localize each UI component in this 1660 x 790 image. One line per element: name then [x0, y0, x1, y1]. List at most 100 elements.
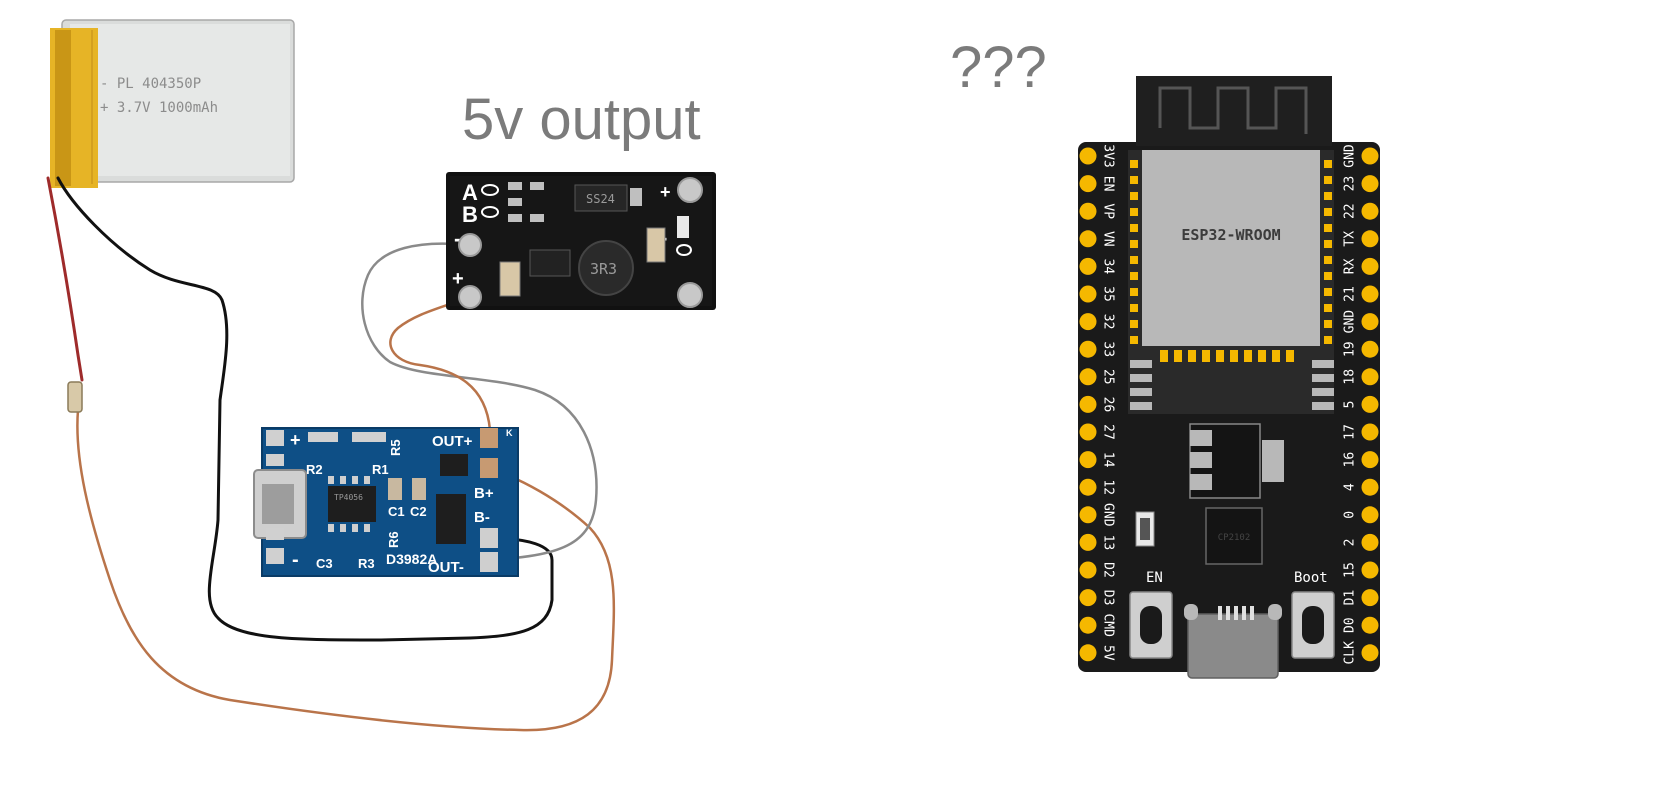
charger-out-minus-pad — [480, 552, 498, 572]
esp32-left-pin-pad[interactable] — [1079, 644, 1097, 662]
esp32-right-pin-label: 23 — [1343, 176, 1358, 192]
esp32-right-pin-pad[interactable] — [1361, 285, 1379, 303]
esp32-en-button-label: EN — [1146, 570, 1163, 586]
esp32-left-pin-label: 34 — [1101, 259, 1116, 275]
esp32-right-pin-pad[interactable] — [1361, 561, 1379, 579]
esp32-right-pin-pad[interactable] — [1361, 423, 1379, 441]
booster-output-plus-pad — [677, 177, 703, 203]
esp32-right-pin-label: D1 — [1343, 590, 1358, 606]
esp32-right-pin-pad[interactable] — [1361, 478, 1379, 496]
wire-splice — [67, 381, 83, 413]
esp32-right-pin-pad[interactable] — [1361, 230, 1379, 248]
esp32-left-pin-pad[interactable] — [1079, 285, 1097, 303]
esp32-right-pin-pad[interactable] — [1361, 147, 1379, 165]
esp32-left-pin-pad[interactable] — [1079, 368, 1097, 386]
esp32-right-pin-pad[interactable] — [1361, 395, 1379, 413]
esp32-left-pin-pad[interactable] — [1079, 147, 1097, 165]
esp32-right-pin-label: 2 — [1343, 538, 1358, 546]
charger-ic — [328, 486, 376, 522]
esp32-right-pin-label: TX — [1343, 231, 1358, 247]
esp32-left-pin-pad[interactable] — [1079, 230, 1097, 248]
esp32-left-pin-label: 12 — [1101, 479, 1116, 495]
esp32-right-pin-label: GND — [1343, 144, 1358, 168]
esp32-right-pin-label: 19 — [1343, 341, 1358, 357]
esp32-right-pin-label: D0 — [1343, 617, 1358, 633]
esp32-left-pin-pad[interactable] — [1079, 257, 1097, 275]
wire-gray-booster-to-outminus — [361, 242, 598, 562]
esp32-right-pin-label: GND — [1343, 310, 1358, 334]
esp32-right-pin-pad[interactable] — [1361, 175, 1379, 193]
esp32-left-pin-pad[interactable] — [1079, 202, 1097, 220]
esp32-left-pin-pad[interactable] — [1079, 175, 1097, 193]
booster-output-minus-pad — [677, 282, 703, 308]
esp32-right-pin-pad[interactable] — [1361, 202, 1379, 220]
charger-out-plus-pad — [480, 428, 498, 448]
charger-b-minus-pad — [480, 528, 498, 548]
esp32-usb-chip-label: CP2102 — [1218, 533, 1251, 543]
esp32-left-pin-pad[interactable] — [1079, 589, 1097, 607]
esp32-left-pin-pad[interactable] — [1079, 451, 1097, 469]
wires — [46, 176, 616, 732]
booster-inductor — [578, 240, 634, 296]
esp32-right-pin-pad[interactable] — [1361, 506, 1379, 524]
esp32-left-pin-pad[interactable] — [1079, 313, 1097, 331]
esp32-question-note: ??? — [950, 35, 1047, 100]
esp32-right-pin-label: 22 — [1343, 203, 1358, 219]
esp32-right-pin-label: 0 — [1343, 511, 1358, 519]
charger-k-label: K — [506, 428, 513, 438]
esp32-left-pin-label: 13 — [1101, 535, 1116, 551]
esp32-left-pin-label: 27 — [1101, 424, 1116, 440]
esp32-left-pin-pad[interactable] — [1079, 395, 1097, 413]
charger-r2-label: R2 — [306, 462, 323, 477]
esp32-left-pin-pad[interactable] — [1079, 423, 1097, 441]
esp32-left-pin-label: 5V — [1101, 645, 1116, 661]
booster-5v-output-note: 5v output — [462, 87, 701, 152]
esp32-right-pin-label: 17 — [1343, 424, 1358, 440]
esp32-left-pin-label: 33 — [1101, 341, 1116, 357]
esp32-left-pin-pad[interactable] — [1079, 478, 1097, 496]
booster-terminal-a: A — [462, 180, 478, 205]
esp32-left-pin-pad[interactable] — [1079, 616, 1097, 634]
esp32-right-pin-pad[interactable] — [1361, 616, 1379, 634]
esp32-left-pin-label: GND — [1101, 503, 1116, 527]
esp32-right-pin-pad[interactable] — [1361, 589, 1379, 607]
esp32-right-pin-pad[interactable] — [1361, 340, 1379, 358]
esp32-right-pin-pad[interactable] — [1361, 451, 1379, 469]
esp32-right-pin-pad[interactable] — [1361, 368, 1379, 386]
booster-out-plus-label: + — [660, 182, 671, 202]
charger-r1-label: R1 — [372, 462, 389, 477]
esp32-left-pin-label: 26 — [1101, 397, 1116, 413]
esp32-right-pin-pad[interactable] — [1361, 644, 1379, 662]
esp32-module-shield — [1142, 150, 1320, 346]
esp32-left-pin-pad[interactable] — [1079, 340, 1097, 358]
esp32-left-pin-pad[interactable] — [1079, 533, 1097, 551]
esp32-left-pin-label: 25 — [1101, 369, 1116, 385]
esp32-devkit-board: ESP32-WROOM — [1078, 76, 1380, 679]
boost-converter-board: A B - + + - SS24 3R3 — [446, 172, 716, 310]
charger-out-minus-label: OUT- — [428, 559, 464, 576]
booster-plus-label: + — [452, 268, 464, 290]
esp32-left-pin-header: 3V3ENVPVN343532332526271412GND13D2D3CMD5… — [1079, 144, 1116, 662]
esp32-right-pin-pad[interactable] — [1361, 313, 1379, 331]
charger-code-label: D3982A — [386, 551, 437, 567]
charger-b-minus-label: B- — [474, 509, 490, 526]
esp32-right-pin-label: 5 — [1343, 400, 1358, 408]
battery-label-line1: - PL 404350P — [100, 76, 201, 92]
esp32-module-label: ESP32-WROOM — [1181, 226, 1280, 244]
esp32-left-pin-label: VP — [1101, 203, 1116, 219]
charger-out-plus-label: OUT+ — [432, 433, 473, 450]
battery-label-line2: + 3.7V 1000mAh — [100, 100, 218, 116]
esp32-left-pin-label: D3 — [1101, 590, 1116, 606]
esp32-left-pin-label: EN — [1101, 176, 1116, 192]
esp32-left-pin-label: 3V3 — [1101, 144, 1116, 167]
charger-b-plus-label: B+ — [474, 485, 494, 502]
wire-battery-negative — [56, 176, 554, 642]
esp32-left-pin-pad[interactable] — [1079, 506, 1097, 524]
esp32-left-pin-pad[interactable] — [1079, 561, 1097, 579]
esp32-micro-usb-port[interactable] — [1187, 613, 1279, 679]
wire-brown-battery-to-bplus — [76, 408, 616, 732]
esp32-right-pin-label: 4 — [1343, 483, 1358, 491]
esp32-right-pin-pad[interactable] — [1361, 257, 1379, 275]
esp32-right-pin-pad[interactable] — [1361, 533, 1379, 551]
booster-input-plus-pad — [458, 285, 482, 309]
